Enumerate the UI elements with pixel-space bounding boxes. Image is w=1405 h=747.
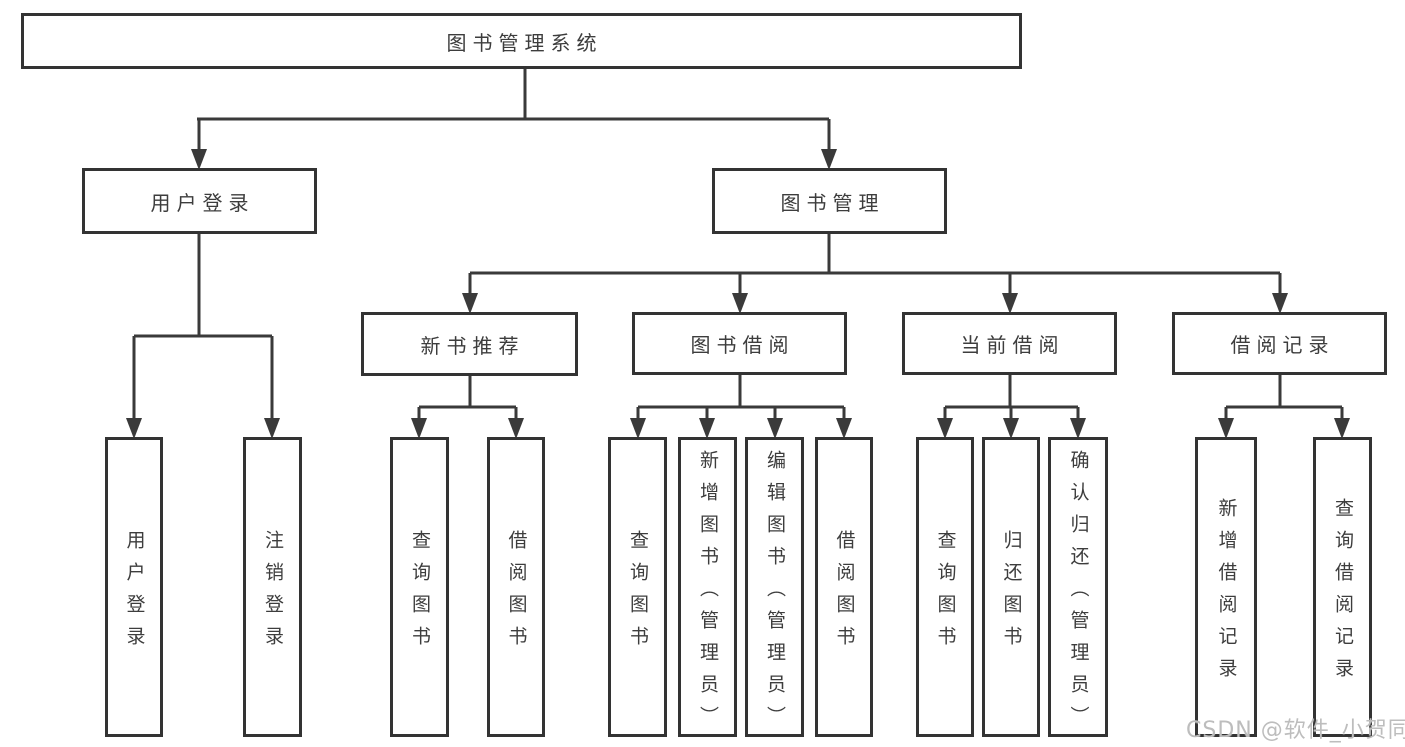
leaf-label: 归还图书 [1000,529,1023,658]
leaf-label: 查询图书 [934,529,957,658]
leaf-cb-confirm-return-admin: 确认归还（管理员） [1048,437,1108,738]
leaf-bb-edit-books-admin: 编辑图书（管理员） [745,437,804,738]
leaf-br-query-record: 查询借阅记录 [1313,437,1372,737]
node-label: 新书推荐 [420,333,525,358]
node-book-borrow: 图书借阅 [632,312,847,375]
leaf-label: 查询图书 [409,529,431,658]
leaf-label: 查询图书 [627,529,649,658]
node-current-borrow: 当前借阅 [902,312,1117,375]
csdn-watermark: CSDN @软件_小贺同学 [1186,718,1405,743]
leaf-user-login: 用户登录 [105,437,163,737]
leaf-label: 用户登录 [123,529,146,658]
leaf-label: 编辑图书（管理员） [764,449,786,738]
leaf-logout-login: 注销登录 [243,437,302,737]
leaf-br-add-record: 新增借阅记录 [1195,437,1257,737]
leaf-bb-borrow-books: 借阅图书 [815,437,873,737]
node-label: 当前借阅 [960,333,1065,357]
leaf-nb-query-books: 查询图书 [390,437,449,737]
leaf-label: 新增借阅记录 [1215,497,1238,690]
node-new-book-recommend: 新书推荐 [361,312,578,376]
node-user-login: 用户登录 [82,168,317,234]
leaf-cb-query-books: 查询图书 [916,437,974,737]
leaf-bb-add-books-admin: 新增图书（管理员） [678,437,737,738]
node-borrow-record: 借阅记录 [1172,312,1387,375]
leaf-label: 借阅图书 [505,529,528,658]
leaf-bb-query-books: 查询图书 [608,437,667,737]
leaf-label: 新增图书（管理员） [697,449,719,738]
node-label: 图书管理 [780,190,885,215]
node-library-management-system: 图书管理系统 [21,13,1022,69]
leaf-label: 注销登录 [262,529,284,658]
leaf-label: 借阅图书 [833,529,856,658]
node-label: 图书借阅 [690,333,795,357]
leaf-nb-borrow-books: 借阅图书 [487,437,545,737]
node-label: 图书管理系统 [446,30,603,55]
node-label: 借阅记录 [1230,333,1335,357]
node-book-management: 图书管理 [712,168,947,234]
node-label: 用户登录 [150,190,255,215]
leaf-cb-return-books: 归还图书 [982,437,1040,737]
leaf-label: 确认归还（管理员） [1067,449,1090,738]
leaf-label: 查询借阅记录 [1332,497,1354,690]
